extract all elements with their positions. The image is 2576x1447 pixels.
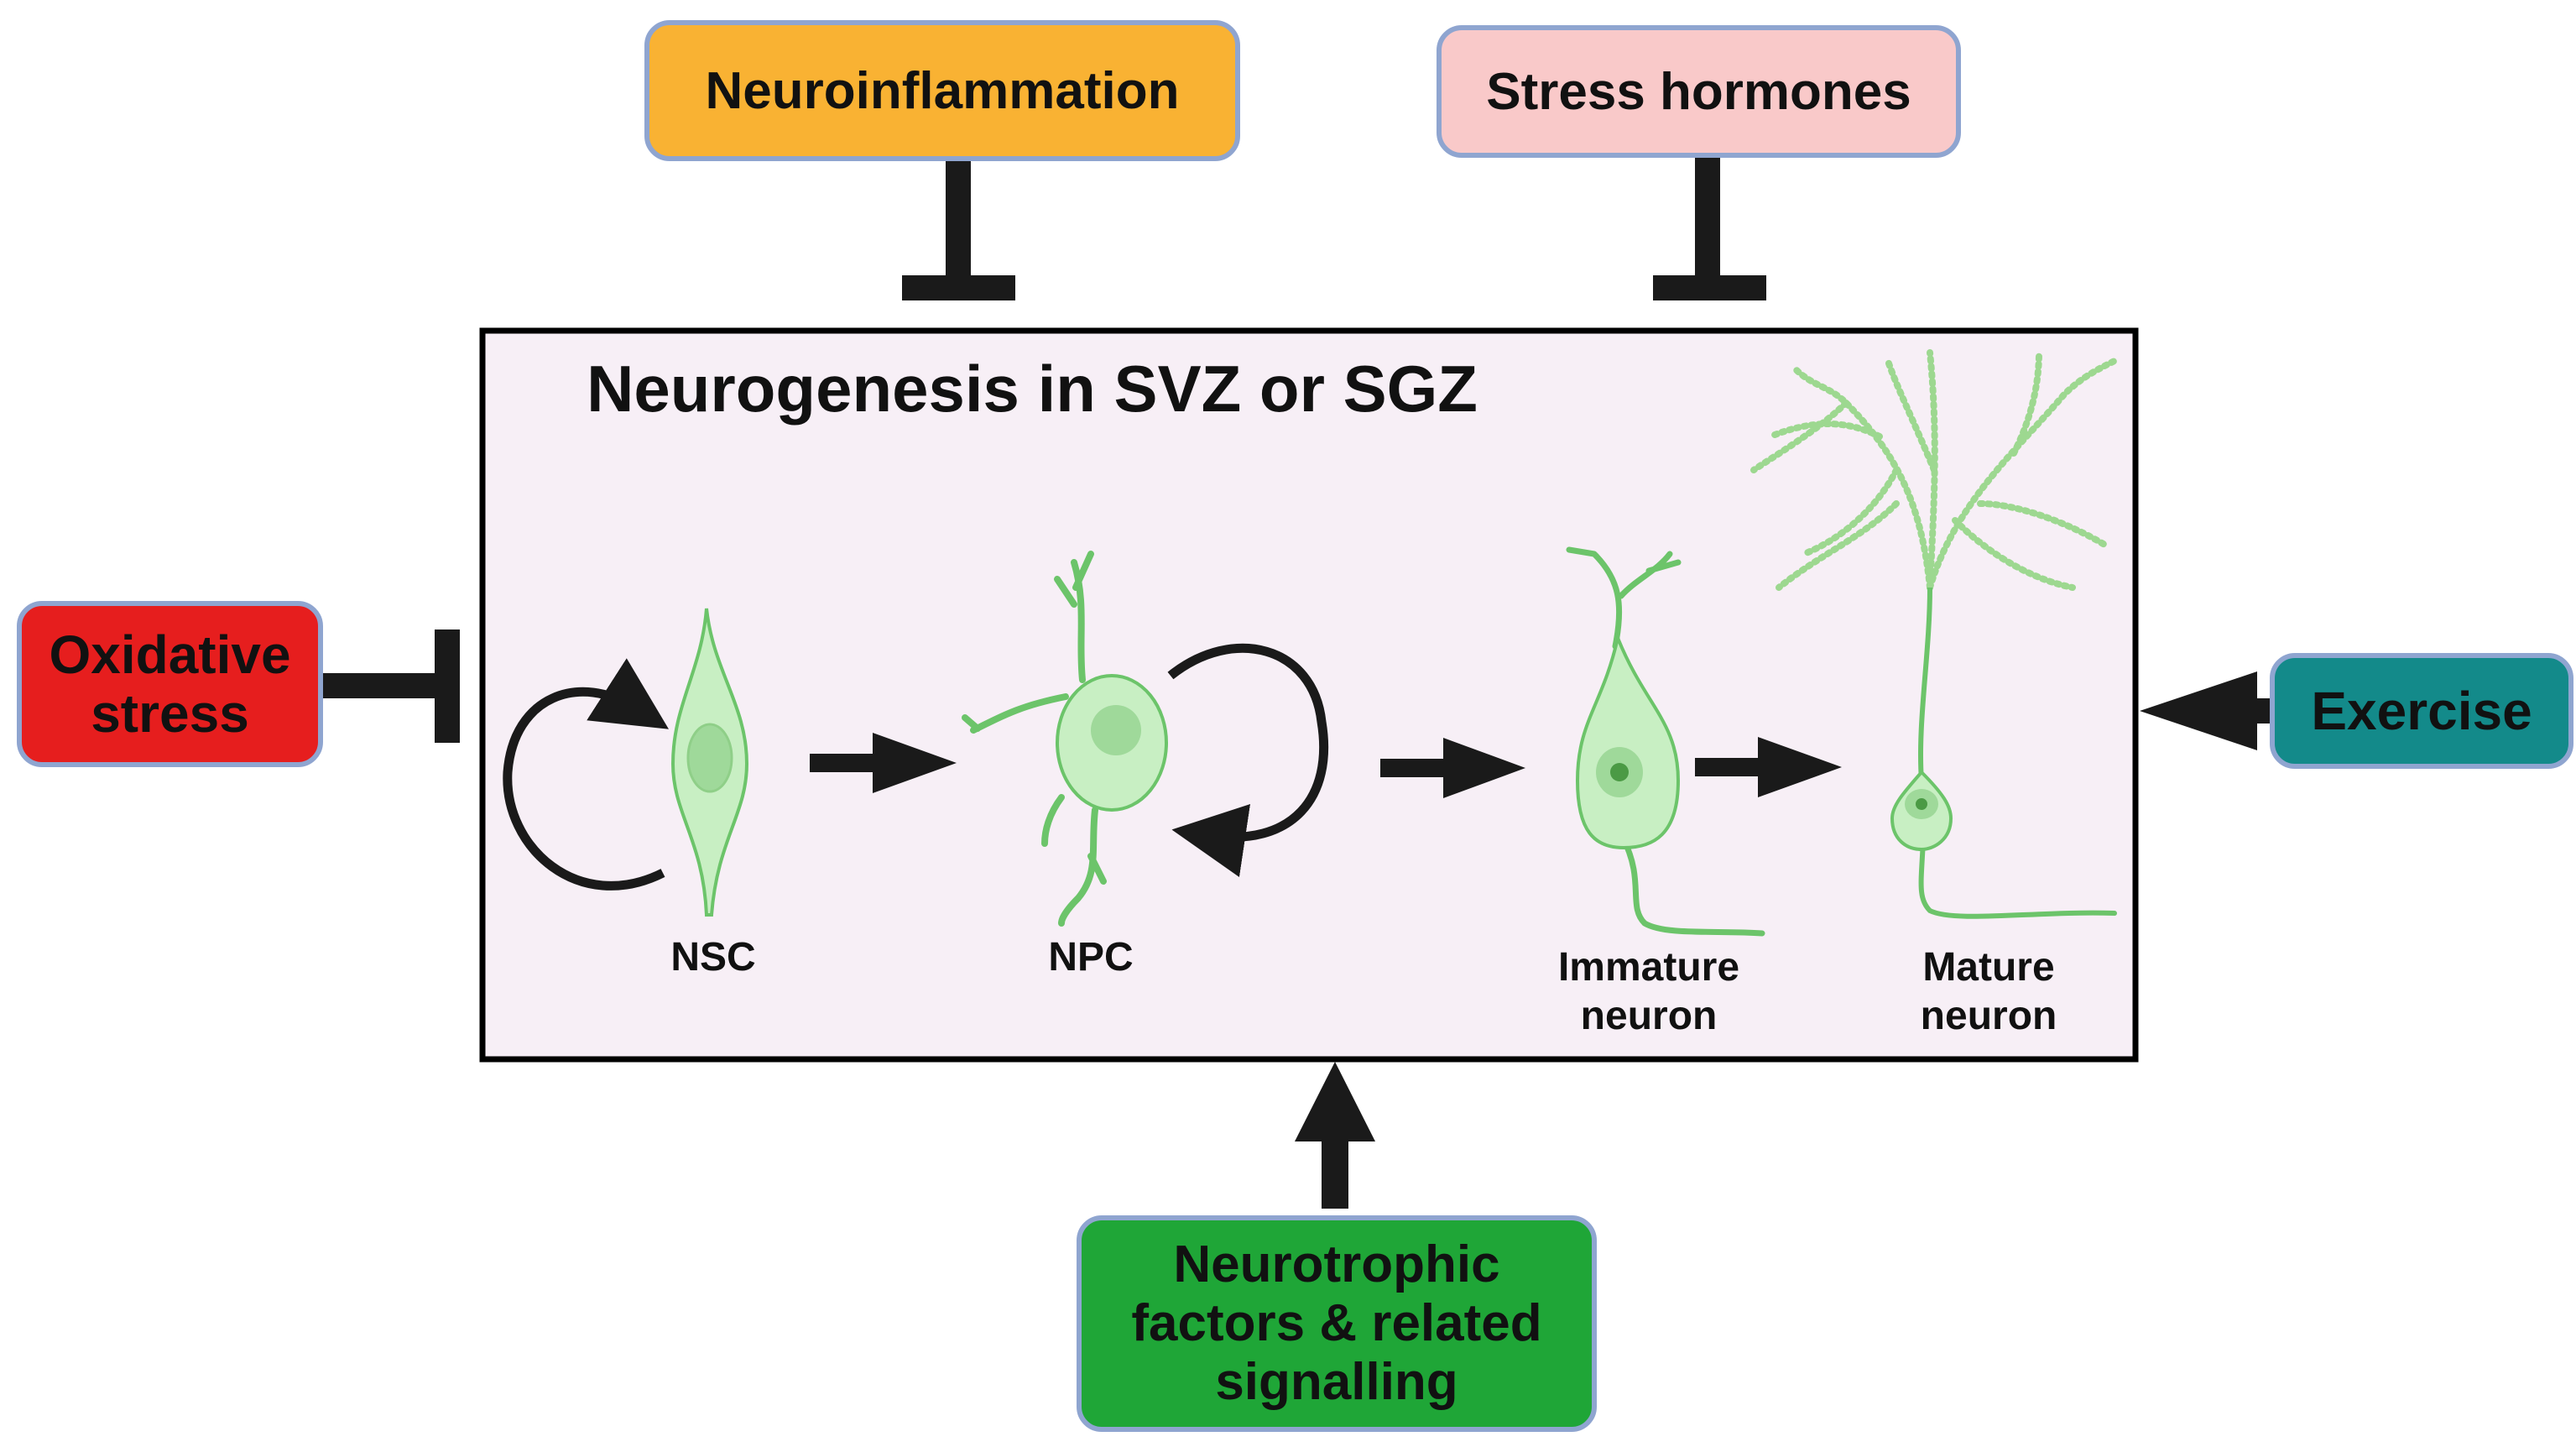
exercise-label: Exercise [2311, 681, 2532, 741]
arrow-immature-to-mature [1695, 737, 1842, 797]
diagram-title: Neurogenesis in SVZ or SGZ [587, 352, 1478, 426]
oxidative-stress-box: Oxidative stress [17, 601, 323, 767]
immature-neuron-cell [1566, 546, 1765, 937]
nsc-self-renewal-arrow [503, 658, 670, 891]
neurotrophic-activation-arrow [1295, 1062, 1375, 1209]
stage-label-npc: NPC [1048, 935, 1134, 979]
neurotrophic-box: Neurotrophic factors & related signallin… [1077, 1215, 1597, 1432]
stage-label-immature-neuron: Immature neuron [1557, 945, 1740, 1038]
stage-label-nsc: NSC [670, 935, 756, 979]
stress-hormones-inhibit-connector [1653, 156, 1766, 300]
stress-hormones-label: Stress hormones [1486, 62, 1911, 121]
oxidative-stress-label: Oxidative stress [49, 624, 291, 744]
arrow-npc-to-immature [1380, 738, 1525, 798]
neurogenesis-panel [479, 327, 2139, 1063]
nsc-cell [670, 608, 749, 917]
oxidative-stress-inhibit-connector [323, 629, 460, 743]
neuroinflammation-inhibit-connector [902, 159, 1015, 300]
arrow-nsc-to-npc [810, 733, 957, 793]
neurotrophic-label: Neurotrophic factors & related signallin… [1131, 1235, 1542, 1411]
exercise-box: Exercise [2270, 653, 2573, 769]
stage-label-mature-neuron: Mature neuron [1920, 945, 2057, 1038]
npc-cell [962, 551, 1168, 927]
mature-neuron-cell [1750, 349, 2118, 919]
neuroinflammation-label: Neuroinflammation [705, 61, 1180, 120]
neuroinflammation-box: Neuroinflammation [644, 20, 1240, 161]
npc-self-renewal-arrow [1167, 643, 1329, 878]
stress-hormones-box: Stress hormones [1437, 25, 1961, 158]
